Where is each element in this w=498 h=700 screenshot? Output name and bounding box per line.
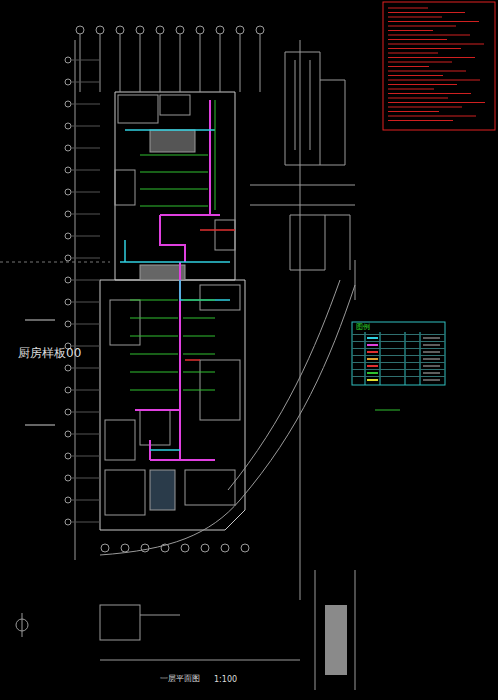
- drawing-caption: 一层平面图: [160, 675, 200, 684]
- room-label: 厨房样板00: [18, 347, 81, 360]
- legend-heading: 图例: [356, 324, 370, 332]
- scale-label: 1:100: [214, 676, 237, 685]
